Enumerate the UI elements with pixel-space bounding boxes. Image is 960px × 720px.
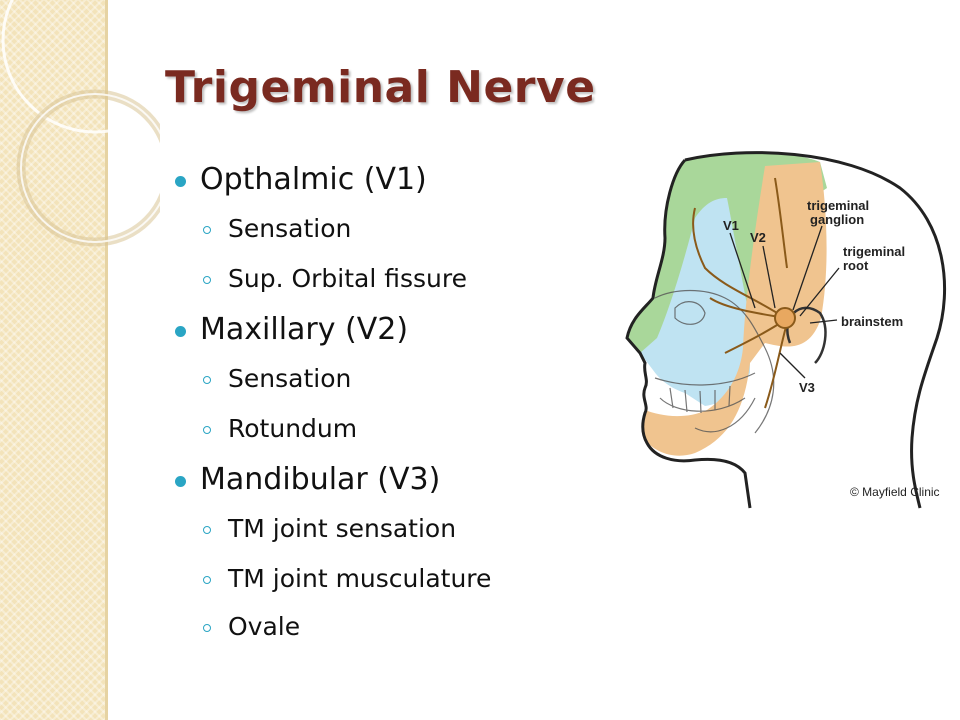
label-leader-lines: [729, 225, 840, 379]
slide-title: Trigeminal Nerve: [165, 62, 596, 113]
bullet-level2: TM joint musculature: [202, 564, 492, 593]
label-root-line2: root: [843, 258, 869, 273]
bullet-level2: Sensation: [202, 364, 352, 393]
v3-region: [643, 162, 827, 456]
skull-sketch: [654, 289, 775, 434]
label-brainstem: brainstem: [841, 314, 903, 329]
label-v2: V2: [750, 230, 766, 245]
bullet-level2: Sensation: [202, 214, 352, 243]
bullet-level1: Maxillary (V2): [174, 312, 409, 347]
bullet-level2: TM joint sensation: [202, 514, 457, 543]
sidebar-edge: [105, 0, 108, 720]
trigeminal-ganglion: [774, 307, 796, 329]
bullet-level2: Sup. Orbital fissure: [202, 264, 468, 293]
label-v1: V1: [723, 218, 739, 233]
label-ganglion-line2: ganglion: [810, 212, 864, 227]
decorative-rings: [1, 0, 160, 247]
trigeminal-nerve-diagram: V1 V2 trigeminal ganglion trigeminal roo…: [625, 151, 947, 509]
image-credit: © Mayfield Clinic: [850, 485, 940, 499]
bullet-level2: Ovale: [202, 612, 301, 641]
label-v3: V3: [799, 380, 815, 395]
bullet-level1: Mandibular (V3): [174, 462, 441, 497]
label-root-line1: trigeminal: [843, 244, 905, 259]
head-outline: [625, 151, 947, 509]
v2-region: [640, 198, 750, 406]
label-ganglion-line1: trigeminal: [807, 198, 869, 213]
bullet-level1: Opthalmic (V1): [175, 162, 427, 197]
bullet-level2: Rotundum: [202, 414, 358, 443]
